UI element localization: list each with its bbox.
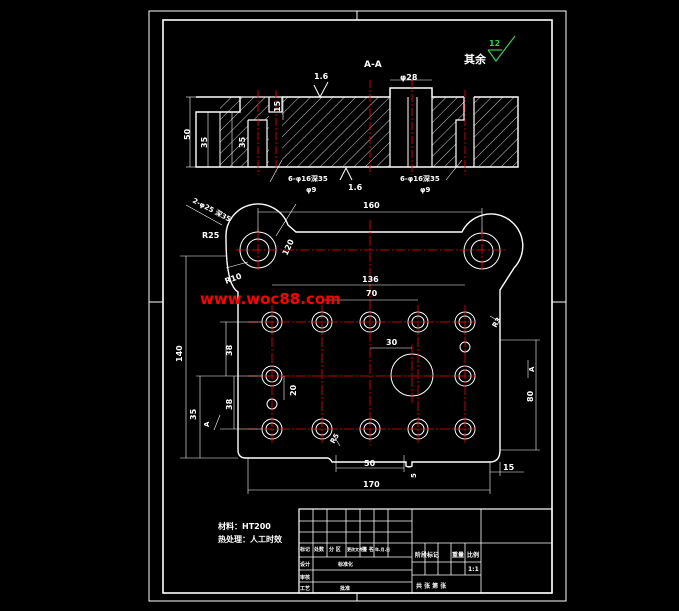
heat-treatment-note: 热处理：人工时效 [218,534,282,544]
bolt-holes [261,311,476,440]
dim-height-total: 50 [183,128,192,140]
svg-text:工艺: 工艺 [300,585,310,592]
dim-15: 15 [503,463,515,472]
svg-text:6-φ16深35: 6-φ16深35 [288,174,328,183]
svg-text:12: 12 [489,39,500,48]
svg-text:共 张 第 张: 共 张 第 张 [416,582,447,590]
dim-70: 70 [366,289,378,298]
svg-text:设计: 设计 [300,561,310,568]
svg-text:年.月.日: 年.月.日 [375,546,390,552]
plan-dim-lines [180,203,540,494]
dim-160: 160 [363,201,380,210]
dim-5: 5 [410,473,418,478]
section-note-left: 6-φ16深35 φ9 [269,159,328,194]
svg-text:批准: 批准 [340,585,350,592]
dim-38-b: 38 [225,398,234,410]
section-title: A-A [364,60,382,70]
dim-bore: φ28 [400,73,418,82]
svg-text:φ9: φ9 [420,186,430,194]
section-view [186,79,519,175]
dim-38-a: 38 [225,344,234,356]
svg-text:1:1: 1:1 [468,566,479,573]
dim-depth-1: 35 [200,136,209,148]
section-mark-left: A [203,421,211,427]
dim-r10: R10 [224,271,244,286]
roughness-top-symbol: 1.6 [313,72,329,99]
plan-view-outline [225,203,524,468]
dim-20: 20 [289,384,298,396]
roughness-bottom-symbol: 1.6 [339,166,363,192]
svg-text:重量: 重量 [452,551,464,559]
material-note: 材料：HT200 [218,521,271,531]
dim-step-left: 35 [238,136,247,148]
watermark: www.woc88.com [200,290,341,308]
svg-text:1.6: 1.6 [314,72,329,81]
centering-marks [149,11,566,601]
svg-text:1.6: 1.6 [348,183,363,192]
roughness-other-symbol: 12 [487,35,516,63]
dim-50: 50 [364,459,376,468]
svg-text:φ9: φ9 [306,186,316,194]
section-note-right: 6-φ16深35 φ9 [400,159,463,194]
dim-30: 30 [386,338,398,347]
svg-text:6-φ16深35: 6-φ16深35 [400,174,440,183]
dim-35: 35 [189,408,198,420]
svg-text:更改文件号: 更改文件号 [347,546,367,552]
dim-140: 140 [175,345,184,362]
section-mark-right: A [528,366,536,372]
title-block-text: 标记 处数 分 区 更改文件号 签 名 年.月.日 设计 标准化 审核 工艺 批… [299,546,479,592]
dim-170: 170 [363,480,380,489]
plan-center-lines [236,220,505,445]
dim-136: 136 [362,275,379,284]
dim-r25: R25 [202,231,220,240]
svg-text:审核: 审核 [300,574,310,581]
dim-step-mid: 15 [273,100,282,112]
svg-text:处数: 处数 [313,546,325,553]
svg-text:标准化: 标准化 [337,561,353,568]
svg-text:分 区: 分 区 [329,546,341,553]
dim-80: 80 [526,390,535,402]
dim-120: 120 [281,238,296,257]
svg-text:标记: 标记 [299,546,310,553]
roughness-other-label: 其余 [464,52,487,66]
dim-r3: R3 [491,316,503,329]
title-block [298,508,553,594]
svg-text:签 名: 签 名 [361,546,374,553]
svg-text:阶段标记: 阶段标记 [415,551,439,559]
svg-text:比例: 比例 [467,551,479,559]
